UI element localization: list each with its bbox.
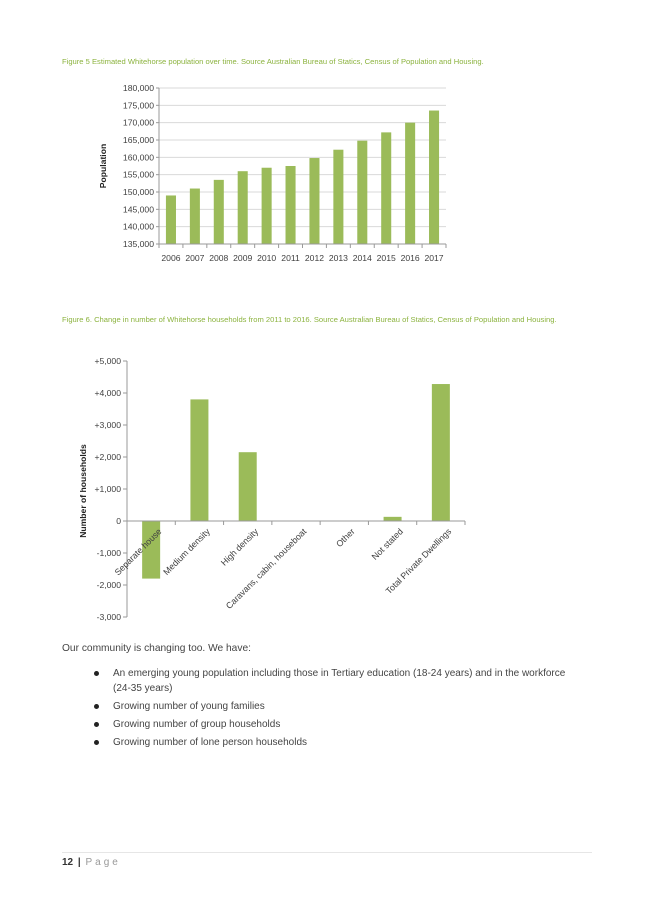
bar (309, 158, 320, 244)
y-tick-label: 140,000 (123, 222, 154, 232)
y-tick-label: +3,000 (94, 420, 121, 430)
y-tick-label: 150,000 (123, 187, 154, 197)
y-tick-label: 175,000 (123, 100, 154, 110)
list-item: Growing number of group households (94, 717, 584, 732)
y-tick-label: +2,000 (94, 452, 121, 462)
bullet-list: An emerging young population including t… (94, 666, 584, 753)
figure-6-caption: Figure 6. Change in number of Whitehorse… (62, 315, 557, 324)
y-tick-label: 155,000 (123, 170, 154, 180)
bar (431, 384, 450, 521)
x-tick-label: 2012 (305, 253, 324, 263)
y-axis-label: Number of households (78, 444, 88, 538)
x-tick-label: 2015 (377, 253, 396, 263)
y-tick-label: +1,000 (94, 484, 121, 494)
list-item: An emerging young population including t… (94, 666, 584, 696)
y-tick-label: 135,000 (123, 239, 154, 249)
page-number: 12 (62, 857, 74, 868)
bar (405, 122, 416, 244)
bar (429, 110, 440, 245)
list-item: Growing number of young families (94, 699, 584, 714)
y-tick-label: 180,000 (123, 83, 154, 93)
bar (165, 195, 176, 244)
population-bar-chart: 135,000 140,000 145,000 150,000 155,000 160,0… (98, 83, 447, 263)
x-tick-label: High density (219, 526, 261, 568)
y-tick-label: 170,000 (123, 118, 154, 128)
y-tick-label: -1,000 (97, 548, 122, 558)
bar (381, 132, 392, 244)
x-tick-label: 2010 (257, 253, 276, 263)
x-tick-label: 2017 (424, 253, 443, 263)
x-tick-label: Other (334, 526, 357, 549)
bar (357, 140, 368, 244)
bar (190, 399, 209, 521)
intro-paragraph: Our community is changing too. We have: (62, 643, 251, 654)
x-tick-label: 2014 (353, 253, 372, 263)
x-tick-label: 2011 (281, 253, 300, 263)
y-tick-label: 145,000 (123, 204, 154, 214)
bar (213, 179, 224, 244)
y-tick-label: +5,000 (94, 356, 121, 366)
bar (285, 166, 296, 244)
y-axis-label: Population (98, 144, 108, 188)
bar (142, 521, 161, 579)
bar (189, 188, 200, 244)
households-change-bar-chart: -3,000 -2,000 -1,000 0 +1,000 +2,000 +3,000 +4,… (78, 356, 466, 622)
y-tick-label: -3,000 (97, 612, 122, 622)
y-tick-label: 160,000 (123, 152, 154, 162)
y-tick-label: -2,000 (97, 580, 122, 590)
bar (333, 149, 344, 244)
bar (238, 452, 257, 521)
page-label: Page (85, 857, 121, 868)
x-tick-label: 2009 (233, 253, 252, 263)
list-item: Growing number of lone person households (94, 735, 584, 750)
x-tick-label: 2006 (161, 253, 180, 263)
x-tick-label: Medium density (161, 526, 212, 577)
y-tick-label: +4,000 (94, 388, 121, 398)
y-tick-label: 0 (116, 516, 121, 526)
page-footer: 12 | Page (62, 857, 121, 868)
bar (261, 167, 272, 244)
x-tick-label: 2007 (185, 253, 204, 263)
x-tick-label: 2016 (401, 253, 420, 263)
footer-divider (62, 852, 592, 853)
x-tick-label: 2008 (209, 253, 228, 263)
footer-separator: | (77, 857, 81, 868)
y-tick-label: 165,000 (123, 135, 154, 145)
bar (383, 516, 402, 521)
x-tick-label: Not stated (370, 526, 406, 562)
figure-5-caption: Figure 5 Estimated Whitehorse population… (62, 57, 484, 66)
x-tick-label: Caravans, cabin, houseboat (224, 526, 309, 611)
x-tick-label: 2013 (329, 253, 348, 263)
bar (237, 171, 248, 244)
